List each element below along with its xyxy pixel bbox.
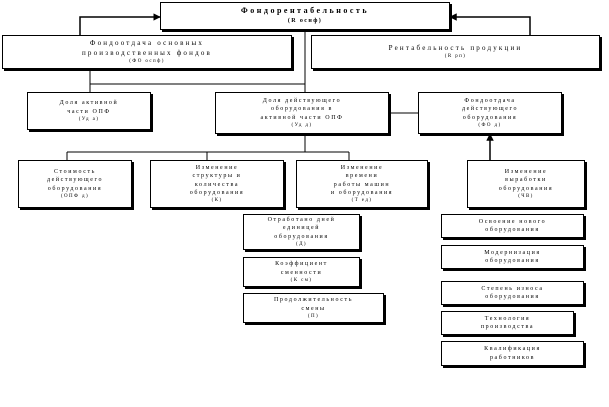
node-worker-qualification: Квалификация работников (441, 341, 584, 366)
node-code: (Д) (296, 241, 307, 247)
node-fondootdacha-opf: Фондоотдача основных производственных фо… (2, 35, 292, 69)
node-title: Стоимость действующего оборудования (46, 169, 104, 192)
node-fondorentabelnost: Фондорентабельность (R оснф) (160, 2, 450, 30)
connector-root-left (79, 13, 161, 35)
node-title: Изменение структуры и количества оборудо… (189, 165, 245, 196)
node-cost-operating-equipment: Стоимость действующего оборудования (ОПФ… (18, 160, 132, 208)
node-code: (R оснф) (287, 18, 323, 25)
node-rentabelnost-produkcii: Рентабельность продукции (R рп) (311, 35, 600, 69)
node-title: Фондоотдача основных производственных фо… (81, 39, 213, 57)
node-modernization: Модернизация оборудования (441, 245, 584, 269)
node-code: (К) (211, 197, 223, 203)
node-code: (ФО оспф) (129, 58, 165, 64)
node-share-active-opf: Доля активной части ОПФ (Уд а) (27, 92, 151, 130)
node-code: (Т ед) (351, 197, 373, 203)
node-title: Доля активной части ОПФ (59, 100, 119, 115)
node-title: Фондорентабельность (240, 6, 370, 16)
node-shift-duration: Продолжительность смены (П) (243, 293, 384, 323)
node-code: (Уд д) (291, 122, 313, 128)
node-work-time-change: Изменение времени работы машин и оборудо… (296, 160, 428, 208)
node-code: (ЧВ) (518, 193, 534, 199)
node-structure-change: Изменение структуры и количества оборудо… (150, 160, 284, 208)
node-production-technology: Технология производства (441, 311, 574, 335)
node-code: (R рп) (444, 54, 467, 60)
node-title: Модернизация оборудования (484, 249, 541, 264)
node-code: (К см) (290, 277, 313, 283)
node-hour-output-change: Изменение выработки оборудования (ЧВ) (467, 160, 585, 208)
node-title: Степень износа оборудования (481, 285, 544, 300)
node-code: (Уд а) (78, 116, 100, 122)
node-wear-degree: Степень износа оборудования (441, 281, 584, 305)
node-title: Отработано дней единицей оборудования (267, 217, 336, 240)
node-share-operating-equipment: Доля действующего оборудования в активно… (215, 92, 389, 134)
node-title: Квалификация работников (484, 346, 541, 361)
node-title: Изменение времени работы машин и оборудо… (330, 165, 394, 196)
connector-root-right (449, 13, 531, 35)
node-fo-operating-equipment: Фондоотдача действующего оборудования (Ф… (418, 92, 562, 134)
node-shift-coefficient: Коэффициент сменности (К см) (243, 257, 360, 287)
node-title: Освоение нового оборудования (478, 218, 547, 233)
node-title: Изменение выработки оборудования (498, 169, 554, 192)
node-title: Рентабельность продукции (388, 43, 523, 52)
node-title: Коэффициент сменности (275, 261, 328, 276)
node-code: (П) (307, 313, 320, 319)
node-code: (ОПФ д) (60, 193, 90, 199)
node-code: (ФО д) (478, 122, 502, 128)
node-title: Доля действующего оборудования в активно… (260, 98, 344, 121)
node-new-equipment: Освоение нового оборудования (441, 214, 584, 238)
node-title: Технология производства (480, 315, 535, 330)
node-days-worked: Отработано дней единицей оборудования (Д… (243, 214, 360, 250)
node-title: Фондоотдача действующего оборудования (461, 98, 519, 121)
node-title: Продолжительность смены (273, 297, 354, 312)
